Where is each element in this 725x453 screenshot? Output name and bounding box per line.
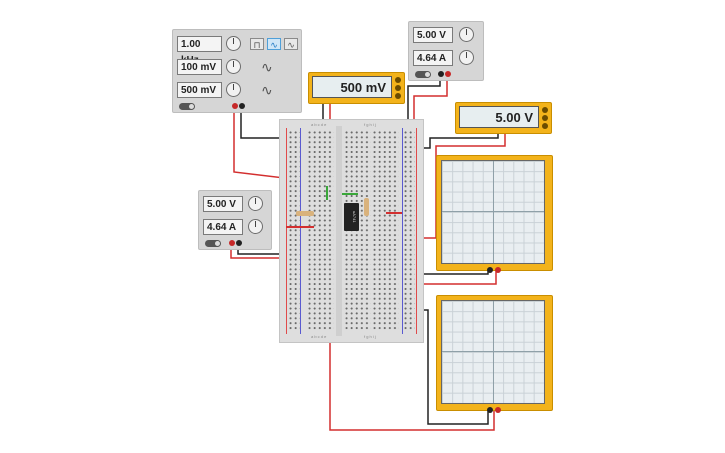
positive-terminal[interactable]	[229, 240, 235, 246]
power-toggle[interactable]	[205, 240, 221, 247]
multimeter-display: 500 mV	[312, 76, 392, 98]
negative-terminal[interactable]	[438, 71, 444, 77]
negative-terminal[interactable]	[487, 267, 493, 273]
jumper-wire[interactable]	[326, 186, 328, 200]
jumper-wire[interactable]	[386, 212, 402, 214]
voltage-display: 5.00 V	[203, 196, 243, 212]
resistor[interactable]	[296, 211, 314, 216]
voltage-knob[interactable]	[459, 27, 474, 42]
power-toggle[interactable]	[179, 103, 195, 110]
positive-terminal[interactable]	[445, 71, 451, 77]
current-knob[interactable]	[459, 50, 474, 65]
mode-selector[interactable]	[395, 77, 401, 83]
negative-terminal[interactable]	[487, 407, 493, 413]
current-knob[interactable]	[248, 219, 263, 234]
negative-terminal[interactable]	[236, 240, 242, 246]
triangle-wave-icon[interactable]: ∿	[284, 38, 298, 50]
current-display: 4.64 A	[203, 219, 243, 235]
sine-wave-icon[interactable]: ∿	[267, 38, 281, 50]
positive-terminal[interactable]	[495, 267, 501, 273]
sine-wave-icon: ∿	[261, 82, 273, 98]
jumper-wire[interactable]	[342, 193, 358, 195]
square-wave-icon[interactable]: ⊓	[250, 38, 264, 50]
offset-display: 500 mV	[177, 82, 222, 98]
mode-selector[interactable]	[542, 115, 548, 121]
frequency-display: 1.00 kHz	[177, 36, 222, 66]
power-toggle[interactable]	[415, 71, 431, 78]
mode-selector[interactable]	[542, 107, 548, 113]
oscilloscope[interactable]	[436, 295, 553, 413]
multimeter[interactable]: 5.00 V	[455, 102, 552, 134]
oscilloscope[interactable]	[436, 155, 553, 273]
mode-selector[interactable]	[542, 123, 548, 129]
frequency-knob[interactable]	[226, 36, 241, 51]
power-supply[interactable]: 5.00 V 4.64 A	[198, 190, 272, 250]
amplitude-display: 100 mV	[177, 59, 222, 75]
offset-knob[interactable]	[226, 82, 241, 97]
mode-selector[interactable]	[395, 85, 401, 91]
positive-terminal[interactable]	[495, 407, 501, 413]
mode-selector[interactable]	[395, 93, 401, 99]
jumper-wire[interactable]	[286, 226, 314, 228]
chip-label: uA741	[352, 211, 357, 223]
breadboard[interactable]: a b c d e f g h i j a b c d e f g h i j	[279, 119, 424, 343]
voltage-display: 5.00 V	[413, 27, 453, 43]
negative-terminal[interactable]	[239, 103, 245, 109]
multimeter[interactable]: 500 mV	[308, 72, 405, 104]
power-supply[interactable]: 5.00 V 4.64 A	[408, 21, 484, 81]
function-generator[interactable]: 1.00 kHz 100 mV 500 mV ⊓ ∿ ∿ ∿ ∿	[172, 29, 302, 113]
multimeter-display: 5.00 V	[459, 106, 539, 128]
positive-terminal[interactable]	[232, 103, 238, 109]
current-display: 4.64 A	[413, 50, 453, 66]
amplitude-knob[interactable]	[226, 59, 241, 74]
voltage-knob[interactable]	[248, 196, 263, 211]
resistor[interactable]	[364, 198, 369, 216]
sine-wave-icon: ∿	[261, 59, 273, 75]
op-amp-chip[interactable]: uA741	[344, 203, 359, 231]
